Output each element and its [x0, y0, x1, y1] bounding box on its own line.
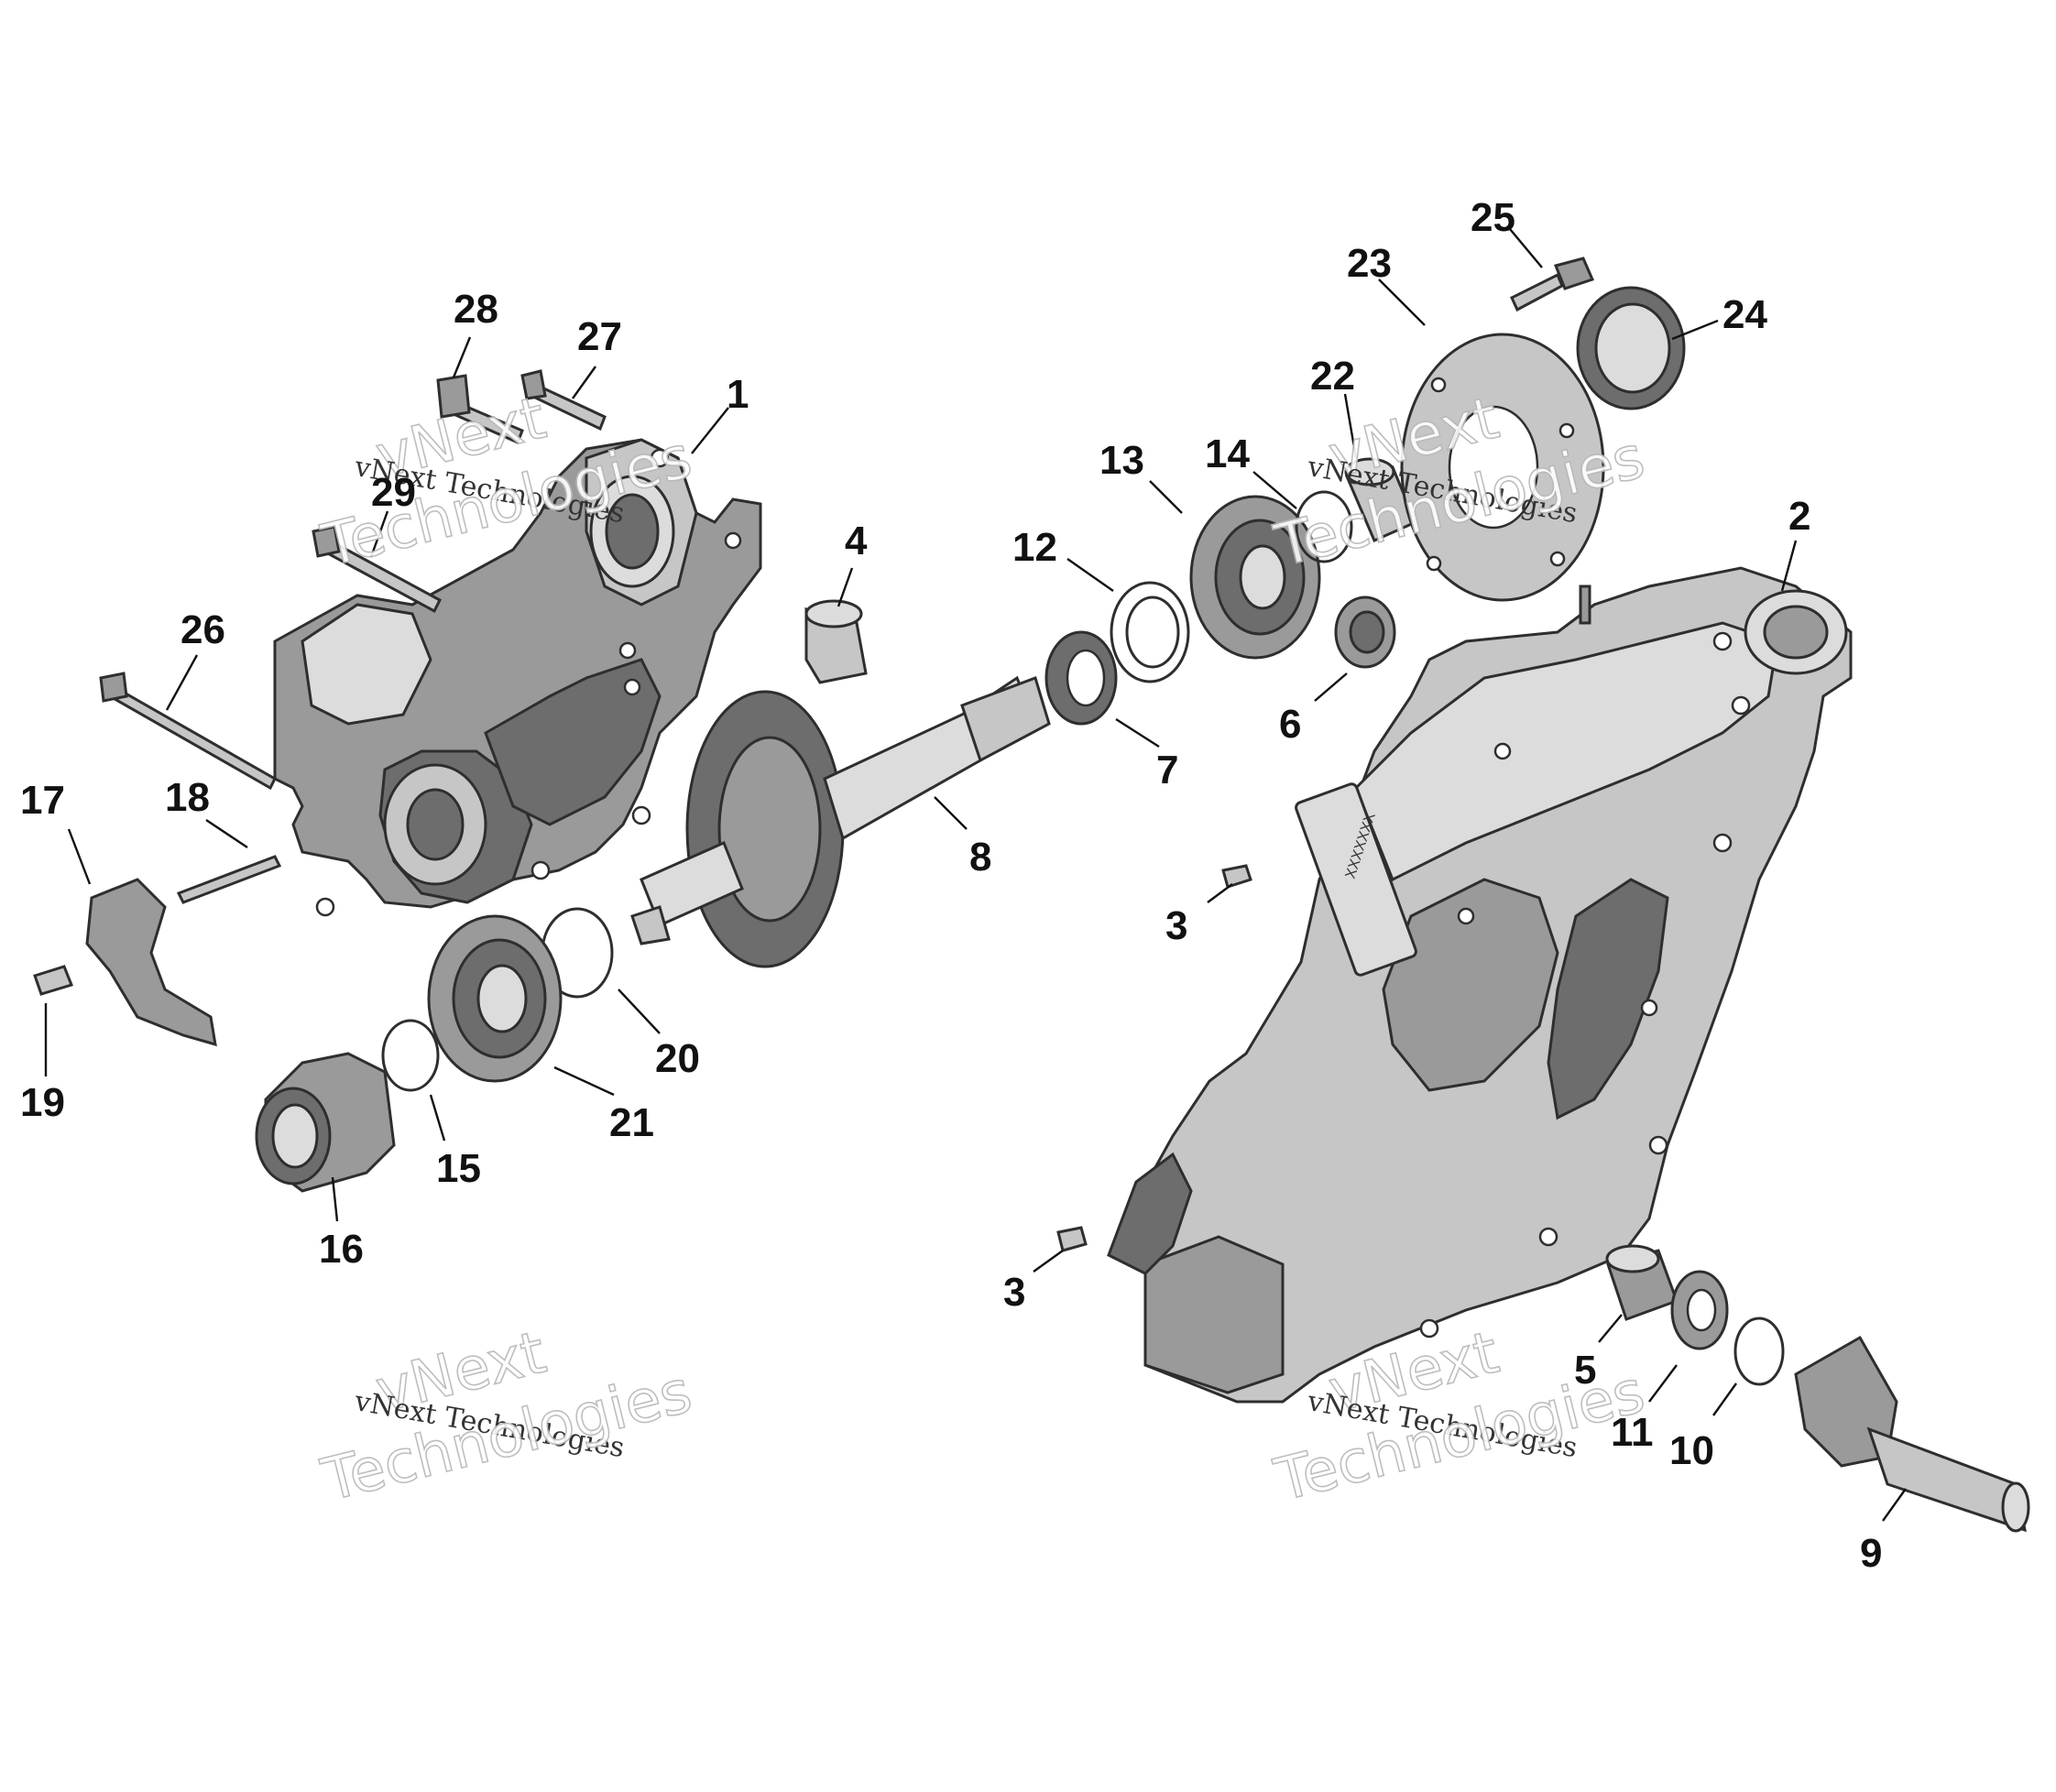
leader-16: [331, 1176, 339, 1222]
bolt-part-25: [1510, 257, 1595, 312]
leader-11: [1648, 1364, 1678, 1403]
leader-7: [1115, 717, 1160, 748]
thrust-washer-part-12: [1110, 581, 1190, 683]
callout-8: 8: [969, 835, 991, 880]
leader-28: [452, 336, 472, 378]
ball-bearing-part-21: [427, 914, 563, 1083]
watermark-bottom-left: vNext vNext Technologies Technologies: [314, 1318, 698, 1516]
callout-3a: 3: [1165, 903, 1187, 948]
callout-23: 23: [1347, 241, 1392, 286]
callout-20: 20: [655, 1036, 700, 1081]
leader-20: [618, 989, 661, 1034]
leader-15: [429, 1094, 446, 1142]
bolt-part-28: [436, 374, 524, 445]
leader-24: [1671, 319, 1719, 341]
callout-18: 18: [165, 775, 210, 820]
retaining-ring-part-14: [1295, 490, 1353, 563]
leader-23: [1378, 279, 1426, 326]
ball-bearing-part-13: [1189, 495, 1321, 660]
callout-12: 12: [1012, 525, 1057, 570]
callout-7: 7: [1156, 748, 1178, 792]
oil-seal-part-6: [1334, 596, 1396, 669]
bushing-part-4: [804, 599, 868, 684]
needle-bearing-part-5: [1605, 1244, 1679, 1321]
callout-3b: 3: [1003, 1270, 1025, 1315]
callout-15: 15: [436, 1146, 481, 1191]
leader-3b: [1033, 1250, 1064, 1273]
leader-8: [934, 796, 968, 830]
callout-9: 9: [1860, 1531, 1882, 1576]
callout-17: 17: [20, 778, 65, 823]
leader-21: [553, 1065, 615, 1097]
output-shaft-gear-part-8: [630, 675, 1051, 968]
leader-26: [165, 654, 199, 711]
callout-2: 2: [1788, 494, 1810, 539]
oil-seal-part-7: [1044, 630, 1118, 726]
right-gearbox-housing: XXXXXXX: [1107, 566, 1853, 1404]
callout-11: 11: [1611, 1410, 1654, 1455]
leader-5: [1598, 1314, 1623, 1343]
leader-13: [1149, 480, 1183, 514]
callout-25: 25: [1471, 195, 1515, 240]
leader-29: [369, 510, 389, 558]
screw-part-19: [33, 965, 74, 996]
callout-29: 29: [371, 470, 416, 515]
callout-21: 21: [609, 1100, 654, 1145]
bearing-plate-part-23: [1400, 333, 1605, 602]
callout-19: 19: [20, 1080, 65, 1125]
bolt-part-29: [312, 525, 442, 614]
callout-6: 6: [1279, 702, 1301, 747]
callout-13: 13: [1099, 438, 1144, 483]
callout-28: 28: [454, 287, 498, 332]
leader-4: [837, 567, 854, 607]
leader-1: [691, 407, 729, 454]
leader-6: [1314, 672, 1348, 702]
leader-27: [572, 366, 596, 399]
callout-16: 16: [319, 1227, 364, 1272]
left-gearbox-housing: [273, 438, 762, 917]
long-bolt-part-26: [99, 672, 277, 791]
pinion-shaft-part-9: [1794, 1335, 2030, 1533]
callout-14: 14: [1205, 432, 1250, 476]
sleeve-part-22: [1344, 457, 1417, 542]
leader-25: [1509, 228, 1543, 268]
leader-2: [1780, 540, 1798, 592]
leader-10: [1712, 1382, 1737, 1416]
shim-part-10: [1733, 1317, 1785, 1386]
leader-12: [1066, 558, 1114, 592]
callout-27: 27: [577, 314, 622, 359]
callout-labels: 1 2 3 3 4 5 6 7 8 9 10 11 12 13 14 15 16…: [20, 195, 1882, 1576]
dowel-pin-part-3-upper: [1221, 864, 1252, 889]
washer-part-11: [1670, 1270, 1729, 1350]
bolt-part-27: [520, 369, 607, 432]
shift-fork-part-17: [85, 878, 217, 1047]
leader-lines: [44, 228, 1907, 1522]
leader-14: [1252, 471, 1297, 509]
leader-22: [1343, 393, 1358, 459]
callout-26: 26: [180, 607, 225, 652]
retaining-ring-part-15: [381, 1019, 440, 1092]
callout-22: 22: [1310, 354, 1355, 399]
leader-9: [1882, 1488, 1907, 1522]
callout-10: 10: [1669, 1428, 1714, 1473]
callout-1: 1: [727, 372, 749, 417]
oil-seal-part-24: [1576, 286, 1686, 410]
callout-4: 4: [845, 519, 868, 563]
coupler-cone-part-16: [255, 1052, 396, 1193]
callout-5: 5: [1574, 1348, 1596, 1393]
dowel-pin-part-3-lower: [1056, 1226, 1088, 1252]
shift-rod-part-18: [176, 855, 282, 904]
callout-24: 24: [1722, 292, 1767, 337]
leader-3a: [1207, 883, 1233, 903]
leader-18: [205, 819, 248, 848]
leader-17: [67, 828, 92, 885]
